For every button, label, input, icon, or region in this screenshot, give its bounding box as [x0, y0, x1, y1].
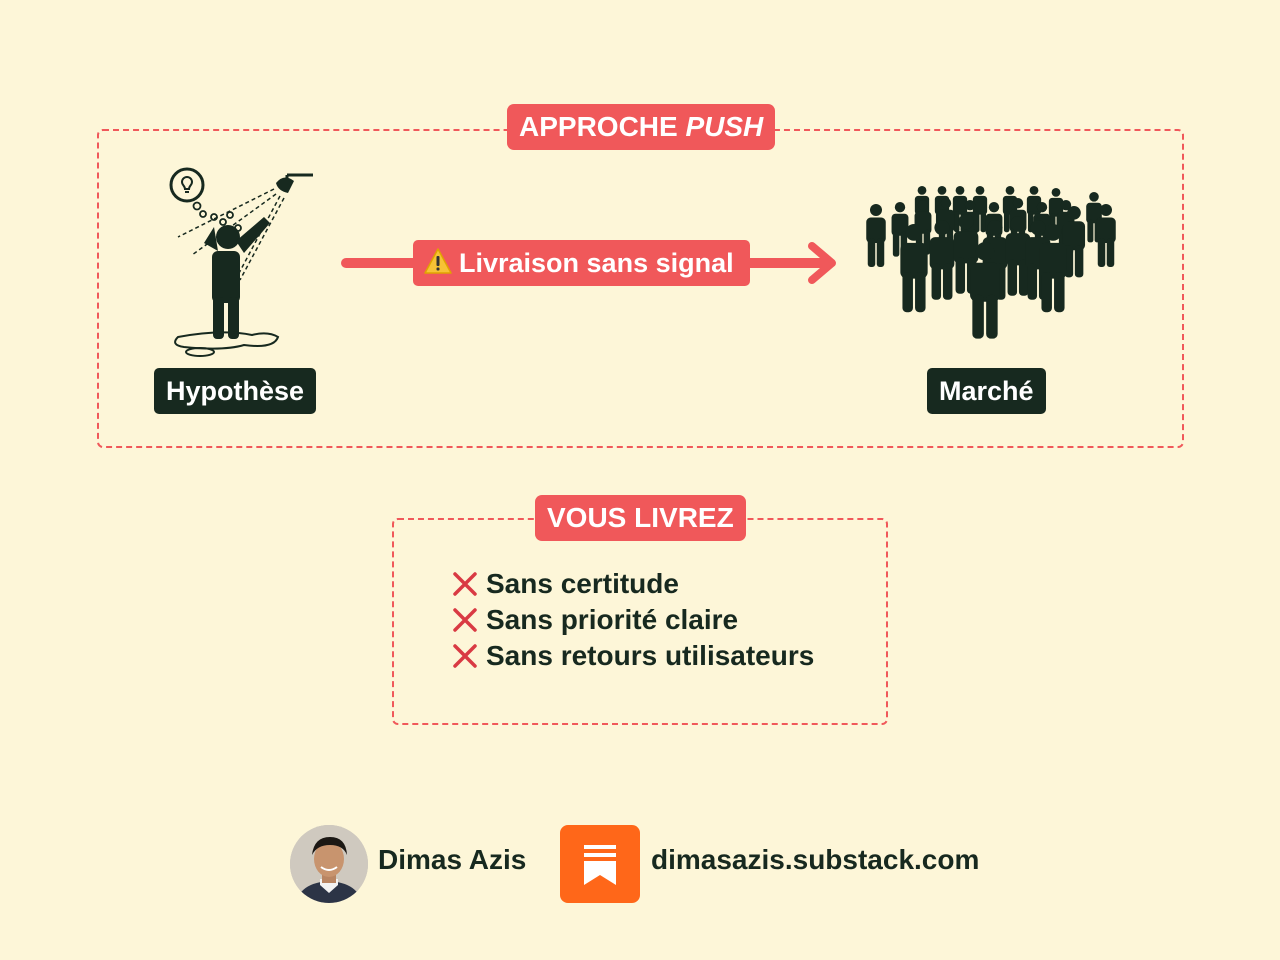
list-item-text: Sans priorité claire: [486, 604, 739, 635]
crowd-person: [1039, 224, 1067, 313]
crowd-person: [1005, 216, 1031, 296]
list-item-text: Sans certitude: [486, 568, 679, 599]
crowd-person: [929, 220, 955, 300]
push-title-prefix: APPROCHE: [519, 111, 686, 142]
crowd-person: [866, 204, 886, 267]
avatar-portrait-icon: [290, 825, 368, 903]
list-item: Sans retours utilisateurs: [452, 638, 814, 674]
list-item: Sans certitude: [452, 566, 814, 602]
list-item: Sans priorité claire: [452, 602, 814, 638]
list-item-text: Sans retours utilisateurs: [486, 640, 815, 671]
push-title-emphasis: PUSH: [685, 111, 764, 142]
delivery-label-text: Livraison sans signal: [459, 248, 734, 278]
deliver-title: VOUS LIVREZ: [535, 495, 746, 541]
crowd-person: [900, 224, 928, 313]
market-crowd-icon: [866, 186, 1116, 339]
x-icon: [453, 608, 477, 632]
substack-logo-link[interactable]: [560, 825, 640, 903]
delivery-label: Livraison sans signal: [413, 240, 750, 286]
crowd-person: [1062, 206, 1086, 278]
shower-idea-icon: [169, 167, 313, 357]
hypothesis-label: Hypothèse: [154, 368, 317, 414]
warning-icon: [424, 248, 452, 274]
push-approach-title: APPROCHE PUSH: [507, 104, 776, 150]
x-icon: [453, 572, 477, 596]
x-icon: [453, 644, 477, 668]
author-name: Dimas Azis: [378, 844, 527, 875]
author-avatar: [290, 825, 368, 903]
market-label: Marché: [927, 368, 1046, 414]
crowd-person: [1096, 204, 1116, 267]
site-url[interactable]: dimasazis.substack.com: [651, 844, 980, 875]
deliver-list: Sans certitude Sans priorité claire Sans…: [452, 566, 814, 674]
substack-icon: [584, 845, 616, 885]
crowd-person: [970, 242, 1000, 339]
